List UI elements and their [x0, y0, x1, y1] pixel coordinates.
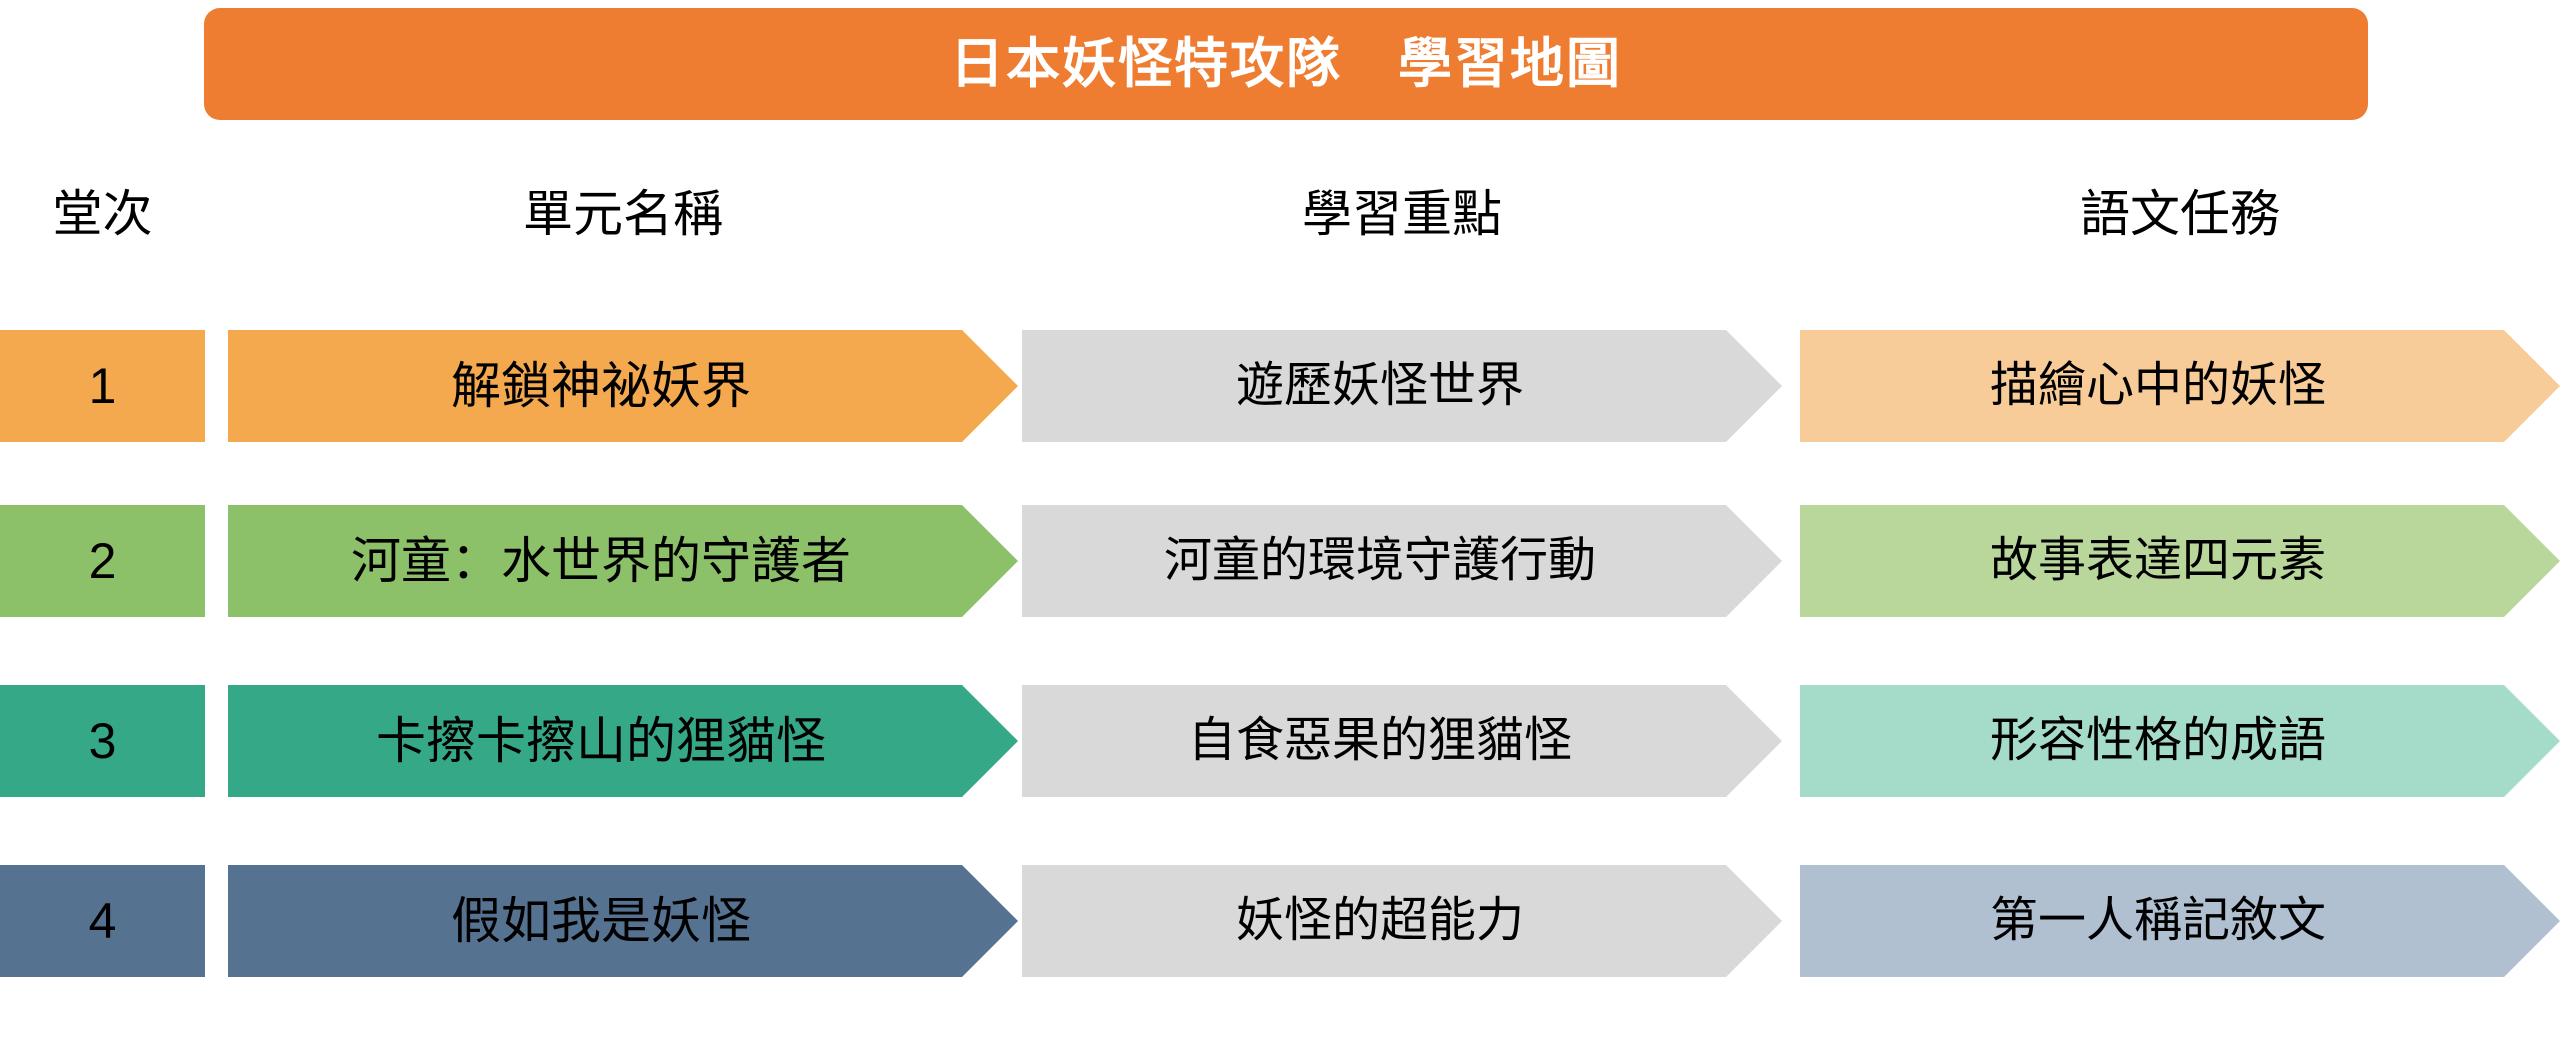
table-row: 1 解鎖神祕妖界 遊歷妖怪世界 描繪心中的妖怪 [0, 330, 2560, 442]
learning-focus-chevron: 自食惡果的狸貓怪 [1022, 685, 1782, 797]
session-badge: 3 [0, 685, 205, 797]
language-task-chevron: 描繪心中的妖怪 [1800, 330, 2560, 442]
session-badge: 4 [0, 865, 205, 977]
column-header-session: 堂次 [52, 186, 153, 242]
learning-focus-chevron: 河童的環境守護行動 [1022, 505, 1782, 617]
unit-name-chevron: 假如我是妖怪 [228, 865, 1018, 977]
column-header-row: 堂次 單元名稱 學習重點 語文任務 [0, 168, 2560, 260]
table-row: 4 假如我是妖怪 妖怪的超能力 第一人稱記敘文 [0, 865, 2560, 977]
title-banner: 日本妖怪特攻隊 學習地圖 [204, 8, 2368, 120]
page-title: 日本妖怪特攻隊 學習地圖 [950, 34, 1622, 94]
learning-focus-chevron: 遊歷妖怪世界 [1022, 330, 1782, 442]
table-row: 3 卡擦卡擦山的狸貓怪 自食惡果的狸貓怪 形容性格的成語 [0, 685, 2560, 797]
session-badge: 1 [0, 330, 205, 442]
column-header-language-task: 語文任務 [2080, 186, 2280, 242]
unit-name-chevron: 卡擦卡擦山的狸貓怪 [228, 685, 1018, 797]
language-task-chevron: 形容性格的成語 [1800, 685, 2560, 797]
session-badge: 2 [0, 505, 205, 617]
unit-name-chevron: 解鎖神祕妖界 [228, 330, 1018, 442]
column-header-unit-name: 單元名稱 [523, 186, 723, 242]
learning-focus-chevron: 妖怪的超能力 [1022, 865, 1782, 977]
language-task-chevron: 第一人稱記敘文 [1800, 865, 2560, 977]
language-task-chevron: 故事表達四元素 [1800, 505, 2560, 617]
unit-name-chevron: 河童：水世界的守護者 [228, 505, 1018, 617]
column-header-learning-focus: 學習重點 [1302, 186, 1502, 242]
table-row: 2 河童：水世界的守護者 河童的環境守護行動 故事表達四元素 [0, 505, 2560, 617]
